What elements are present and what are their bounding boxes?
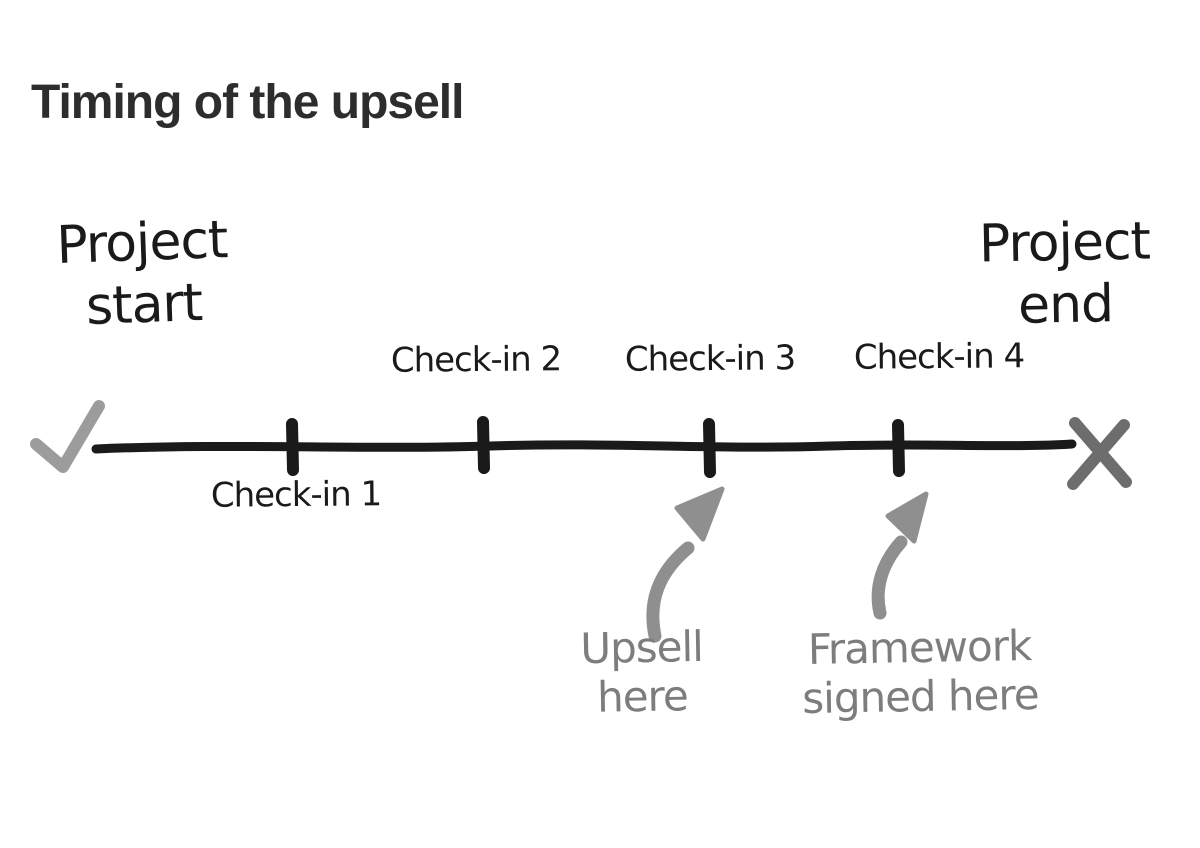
label-project-end: Project end: [957, 210, 1173, 338]
page-title: Timing of the upsell: [31, 76, 464, 129]
label-project-end-line1: Project: [978, 211, 1151, 275]
note-framework-line2: signed here: [801, 669, 1039, 723]
label-check-in-3: Check-in 3: [624, 338, 796, 380]
tick-check-in-1: [286, 418, 299, 476]
label-check-in-1: Check-in 1: [210, 474, 382, 516]
note-upsell-line2: here: [596, 670, 689, 722]
start-checkmark-icon: [30, 400, 105, 473]
note-upsell-line1: Upsell: [579, 621, 704, 674]
tick-check-in-2: [477, 416, 490, 474]
label-project-start-line1: Project: [55, 210, 229, 276]
label-check-in-2: Check-in 2: [390, 339, 562, 381]
note-upsell-here: Upsell here: [579, 621, 704, 723]
label-project-start: Project start: [34, 208, 252, 340]
tick-check-in-3: [703, 418, 716, 478]
tick-check-in-4: [892, 419, 905, 477]
upsell-arrow-icon: [646, 486, 725, 643]
label-project-start-line2: start: [85, 273, 204, 338]
note-framework-signed-here: Framework signed here: [801, 621, 1039, 724]
note-framework-line1: Framework: [807, 621, 1032, 674]
label-project-end-line2: end: [1017, 274, 1114, 337]
end-x-icon: [1067, 417, 1132, 490]
timeline-line: [91, 439, 1077, 454]
framework-arrow-icon: [871, 491, 929, 620]
label-check-in-4: Check-in 4: [853, 336, 1025, 378]
